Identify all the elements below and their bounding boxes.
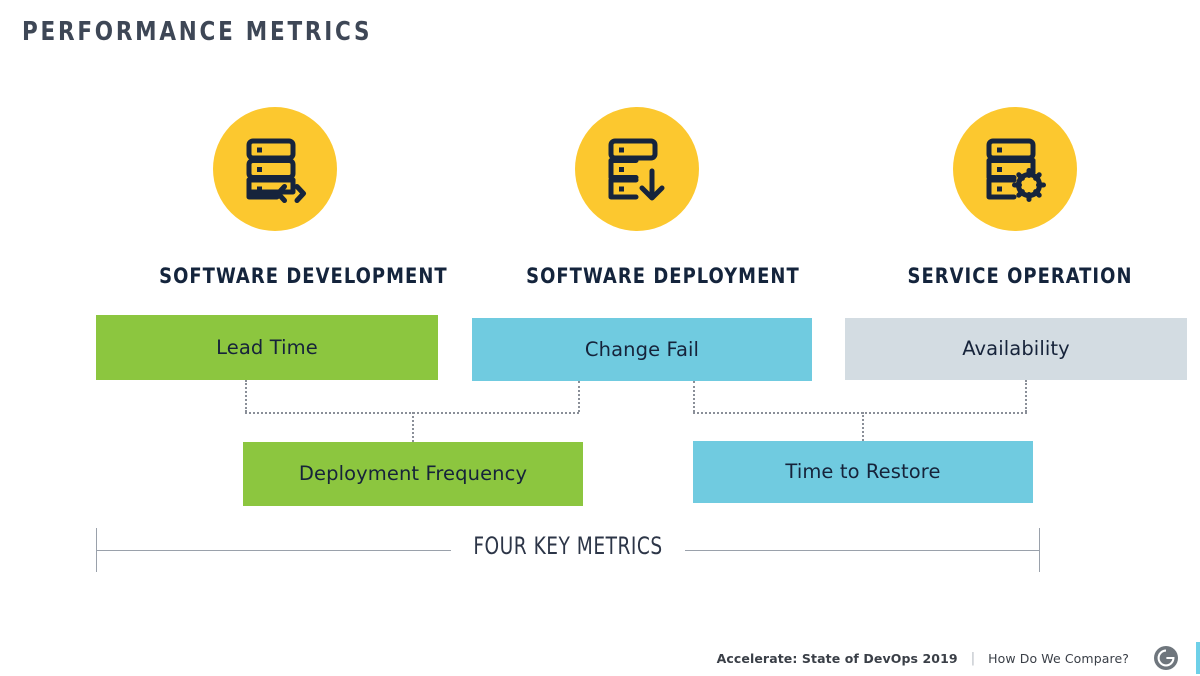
metric-label: Deployment Frequency [298, 462, 528, 486]
footer-separator: | [970, 650, 976, 666]
connector-deployment-frequency-up [412, 412, 414, 442]
four-key-metrics-bracket: FOUR KEY METRICS [96, 528, 1040, 576]
icon-circle-service-operation [953, 107, 1077, 231]
footer-subtitle: How Do We Compare? [988, 650, 1129, 666]
metric-label: Change Fail [584, 337, 700, 361]
bracket-rule-right [685, 550, 1040, 551]
footer: Accelerate: State of DevOps 2019 | How D… [717, 640, 1200, 676]
connector-change-fail-down-left [578, 381, 580, 412]
metric-bar-deployment-frequency[interactable]: Deployment Frequency [243, 442, 583, 506]
footer-source: Accelerate: State of DevOps 2019 [716, 650, 958, 666]
metric-bar-availability[interactable]: Availability [845, 318, 1187, 380]
page-title: PERFORMANCE METRICS [22, 17, 373, 47]
connector-time-to-restore-up [862, 412, 864, 441]
column-heading-software-development: SOFTWARE DEVELOPMENT [159, 264, 448, 288]
metric-label: Availability [962, 337, 1070, 361]
metric-bar-time-to-restore[interactable]: Time to Restore [693, 441, 1033, 503]
column-heading-software-deployment: SOFTWARE DEPLOYMENT [526, 264, 800, 288]
server-download-icon [599, 131, 675, 207]
connector-availability-down [1025, 380, 1027, 412]
column-heading-service-operation: SERVICE OPERATION [907, 264, 1133, 288]
icon-circle-software-deployment [575, 107, 699, 231]
connector-lead-time-down [245, 380, 247, 412]
bracket-rule-left [96, 550, 451, 551]
metric-label: Lead Time [216, 335, 318, 359]
metric-bar-change-fail[interactable]: Change Fail [472, 318, 812, 381]
icon-circle-software-development [213, 107, 337, 231]
footer-accent-bar [1196, 642, 1200, 674]
connector-change-fail-down-right [693, 381, 695, 412]
metric-label: Time to Restore [785, 460, 941, 484]
server-gear-icon [977, 131, 1053, 207]
brand-logo-icon [1153, 645, 1179, 671]
server-code-icon [237, 131, 313, 207]
metric-bar-lead-time[interactable]: Lead Time [96, 315, 438, 380]
connector-bus-right [693, 412, 1027, 414]
four-key-metrics-label: FOUR KEY METRICS [473, 532, 663, 560]
